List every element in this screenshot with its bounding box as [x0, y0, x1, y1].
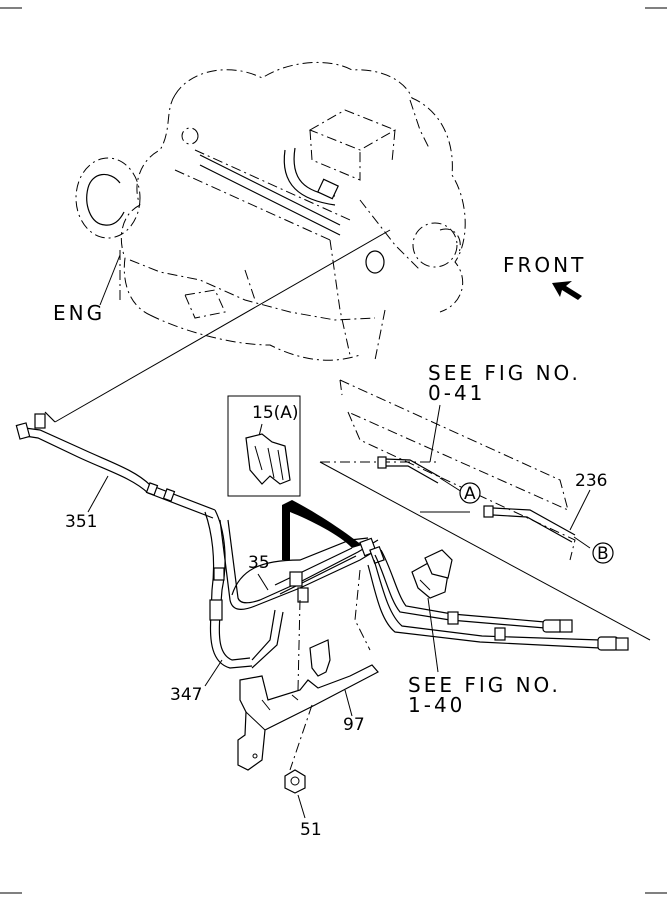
fuel-line-351 — [15, 411, 216, 519]
part-351-label: 351 — [65, 512, 97, 532]
part-35-leader — [257, 573, 269, 591]
part-15a-label: 15(A) — [252, 403, 299, 423]
part-35-label: 35 — [248, 553, 270, 573]
see-fig-bottom-line2: 1-40 — [408, 693, 465, 717]
part-97-leader — [344, 689, 353, 717]
frame-rail — [339, 379, 576, 561]
see-fig-bottom-leader — [427, 597, 439, 673]
part-97-label: 97 — [343, 715, 365, 735]
engine-fuel-pipe — [199, 147, 385, 274]
part-51-leader — [297, 794, 306, 819]
arrow-left-up-icon — [552, 281, 582, 300]
fuel-line-35 — [219, 519, 385, 610]
svg-text:B: B — [597, 544, 609, 564]
pipe-clamp — [411, 549, 453, 599]
rear-fuel-pipes — [367, 549, 629, 651]
front-label: FRONT — [503, 253, 586, 277]
projection-lines — [54, 229, 651, 641]
detail-pointer-arrow — [282, 500, 362, 560]
pipe-236 — [483, 505, 591, 549]
see-fig-bottom-line1: SEE FIG NO. — [408, 673, 561, 697]
callout-b: B — [592, 542, 614, 564]
callout-a: A — [459, 482, 481, 504]
bracket-97 — [237, 569, 379, 771]
part-51-label: 51 — [300, 820, 322, 840]
svg-text:A: A — [464, 484, 476, 504]
engine-label: ENG — [53, 301, 105, 325]
part-347-label: 347 — [170, 685, 202, 705]
nut-51 — [284, 704, 313, 794]
pipe-a — [377, 456, 463, 493]
engine-outline — [119, 61, 466, 361]
part-351-leader — [87, 475, 109, 513]
engine-leader — [99, 254, 121, 306]
fuel-line-347 — [204, 509, 284, 669]
part-236-label: 236 — [575, 471, 607, 491]
see-fig-top-line2: 0-41 — [428, 381, 485, 405]
crop-marks — [0, 7, 667, 894]
letter-c-circle-icon — [75, 157, 141, 239]
see-fig-top-leader — [429, 404, 441, 463]
see-fig-top-line1: SEE FIG NO. — [428, 361, 581, 385]
clip-detail-box: 15(A) — [227, 395, 301, 497]
part-236-leader — [569, 489, 591, 531]
part-347-leader — [204, 659, 223, 687]
